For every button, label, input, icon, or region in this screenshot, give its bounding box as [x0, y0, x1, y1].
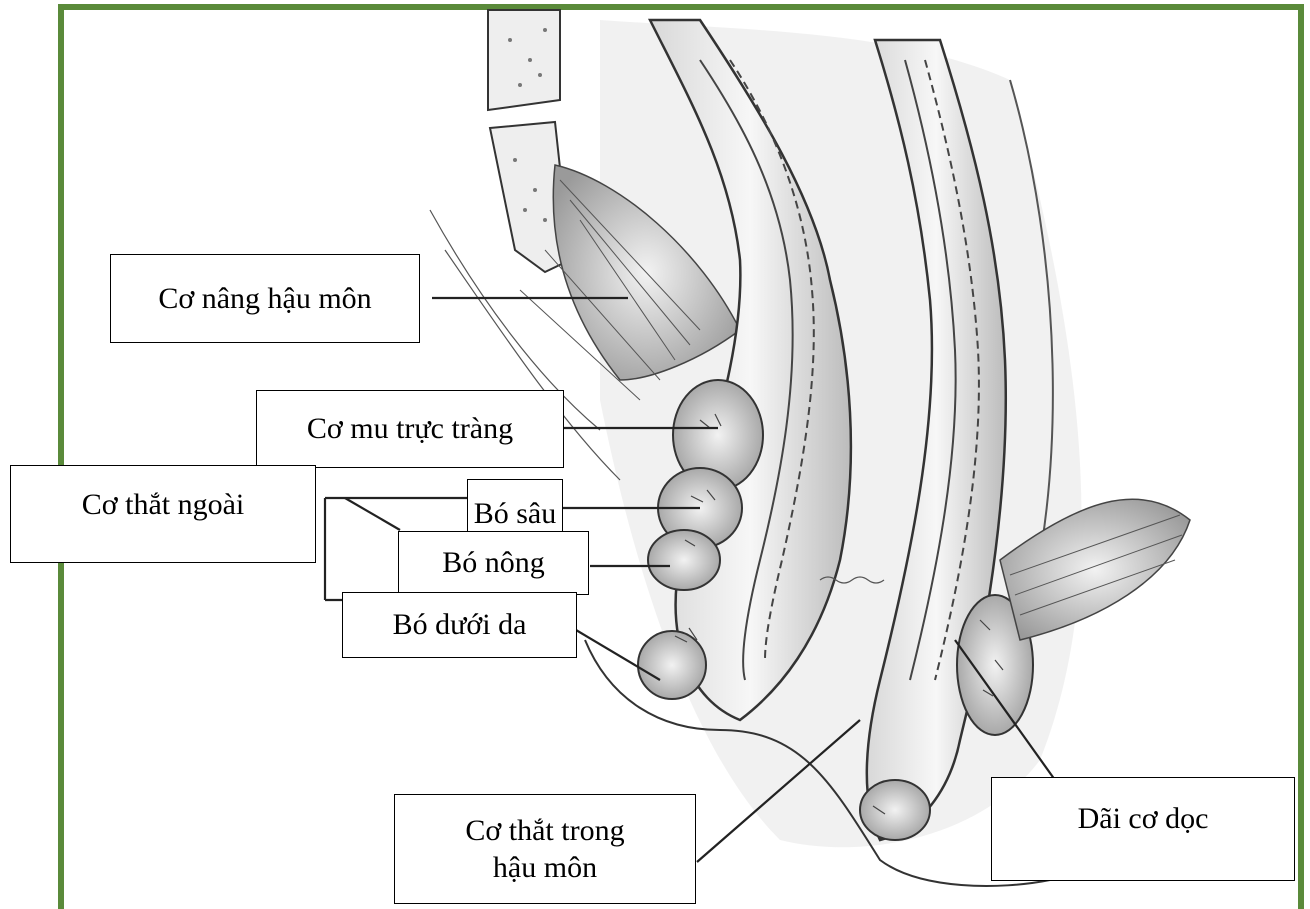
label-puborectalis: Cơ mu trực tràng	[256, 390, 564, 468]
label-longitudinal-muscle: Dãi cơ dọc	[991, 777, 1295, 881]
label-superficial-part: Bó nông	[398, 531, 589, 595]
label-internal-sphincter-line2: hậu môn	[493, 849, 597, 887]
label-internal-sphincter: Cơ thắt trong hậu môn	[394, 794, 696, 904]
label-deep-part: Bó sâu	[467, 479, 563, 537]
label-internal-sphincter-line1: Cơ thắt trong	[465, 812, 624, 850]
label-subcutaneous-part: Bó dưới da	[342, 592, 577, 658]
label-levator-ani: Cơ nâng hậu môn	[110, 254, 420, 343]
label-external-sphincter: Cơ thắt ngoài	[10, 465, 316, 563]
